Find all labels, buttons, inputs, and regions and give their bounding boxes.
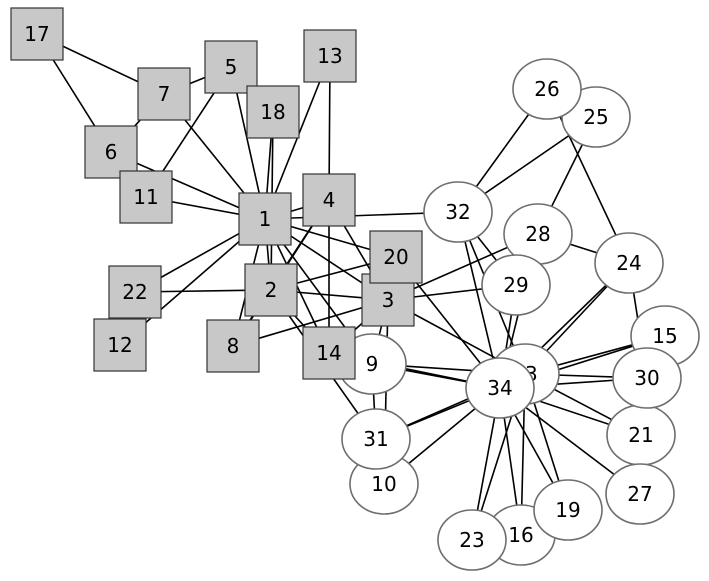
node-label-21: 21 xyxy=(628,423,653,447)
square-node-2: 2 xyxy=(244,263,298,317)
node-label-31: 31 xyxy=(363,427,388,451)
node-label-17: 17 xyxy=(24,22,49,46)
node-label-13: 13 xyxy=(317,44,342,68)
node-label-19: 19 xyxy=(555,498,580,522)
square-node-14: 14 xyxy=(302,326,356,380)
square-node-6: 6 xyxy=(84,125,138,179)
node-label-28: 28 xyxy=(525,222,550,246)
circle-shape-19 xyxy=(533,479,603,541)
node-label-15: 15 xyxy=(652,324,677,348)
square-shape-11 xyxy=(119,170,173,224)
circle-node-19: 19 xyxy=(533,479,603,541)
circle-shape-26 xyxy=(512,58,582,120)
circle-shape-23 xyxy=(437,509,507,571)
square-shape-1 xyxy=(238,192,292,246)
circle-shape-32 xyxy=(423,181,493,243)
square-node-8: 8 xyxy=(206,319,260,373)
circle-node-27: 27 xyxy=(605,463,675,525)
square-node-20: 20 xyxy=(369,230,423,284)
circle-shape-29 xyxy=(481,254,551,316)
square-node-12: 12 xyxy=(93,318,147,372)
node-label-3: 3 xyxy=(382,288,395,312)
circle-node-23: 23 xyxy=(437,509,507,571)
circle-shape-31 xyxy=(341,408,411,470)
node-label-8: 8 xyxy=(227,334,240,358)
square-node-4: 4 xyxy=(302,173,356,227)
node-label-7: 7 xyxy=(158,82,171,106)
edge-24-26 xyxy=(546,88,630,264)
node-label-27: 27 xyxy=(627,482,652,506)
node-label-1: 1 xyxy=(259,207,272,231)
circle-node-10: 10 xyxy=(349,453,419,515)
node-label-11: 11 xyxy=(133,185,158,209)
square-shape-14 xyxy=(302,326,356,380)
node-label-9: 9 xyxy=(366,352,379,376)
square-node-13: 13 xyxy=(303,29,357,83)
square-shape-8 xyxy=(206,319,260,373)
node-label-30: 30 xyxy=(634,366,659,390)
square-node-18: 18 xyxy=(246,85,300,139)
node-label-32: 32 xyxy=(445,200,470,224)
circle-node-25: 25 xyxy=(561,86,631,148)
square-shape-4 xyxy=(302,173,356,227)
node-layer: 9101516192123242526272829303132333412345… xyxy=(10,7,700,571)
circle-shape-30 xyxy=(612,347,682,409)
square-shape-18 xyxy=(246,85,300,139)
circle-node-31: 31 xyxy=(341,408,411,470)
circle-node-34: 34 xyxy=(465,357,535,419)
node-label-18: 18 xyxy=(260,100,285,124)
square-node-11: 11 xyxy=(119,170,173,224)
square-shape-17 xyxy=(10,7,64,61)
circle-node-30: 30 xyxy=(612,347,682,409)
node-label-25: 25 xyxy=(583,105,608,129)
node-label-6: 6 xyxy=(105,140,118,164)
circle-shape-24 xyxy=(594,232,664,294)
square-shape-7 xyxy=(137,67,191,121)
node-label-20: 20 xyxy=(383,245,408,269)
node-label-2: 2 xyxy=(265,278,278,302)
node-label-29: 29 xyxy=(503,273,528,297)
node-label-23: 23 xyxy=(459,528,484,552)
square-shape-20 xyxy=(369,230,423,284)
square-node-17: 17 xyxy=(10,7,64,61)
node-label-12: 12 xyxy=(107,333,132,357)
circle-node-24: 24 xyxy=(594,232,664,294)
square-node-7: 7 xyxy=(137,67,191,121)
square-node-5: 5 xyxy=(204,40,258,94)
square-shape-6 xyxy=(84,125,138,179)
square-shape-2 xyxy=(244,263,298,317)
node-label-16: 16 xyxy=(508,523,533,547)
node-label-10: 10 xyxy=(371,472,396,496)
circle-shape-34 xyxy=(465,357,535,419)
circle-node-32: 32 xyxy=(423,181,493,243)
square-node-22: 22 xyxy=(108,265,162,319)
circle-node-21: 21 xyxy=(606,404,676,466)
node-label-24: 24 xyxy=(616,251,641,275)
node-label-4: 4 xyxy=(323,188,336,212)
node-label-22: 22 xyxy=(122,280,147,304)
circle-shape-27 xyxy=(605,463,675,525)
circle-node-28: 28 xyxy=(503,203,573,265)
square-shape-22 xyxy=(108,265,162,319)
circle-node-29: 29 xyxy=(481,254,551,316)
node-label-14: 14 xyxy=(316,341,341,365)
node-label-26: 26 xyxy=(534,77,559,101)
square-shape-12 xyxy=(93,318,147,372)
circle-node-26: 26 xyxy=(512,58,582,120)
square-shape-5 xyxy=(204,40,258,94)
square-node-1: 1 xyxy=(238,192,292,246)
node-label-5: 5 xyxy=(225,55,238,79)
circle-shape-25 xyxy=(561,86,631,148)
node-label-34: 34 xyxy=(487,376,512,400)
square-shape-13 xyxy=(303,29,357,83)
